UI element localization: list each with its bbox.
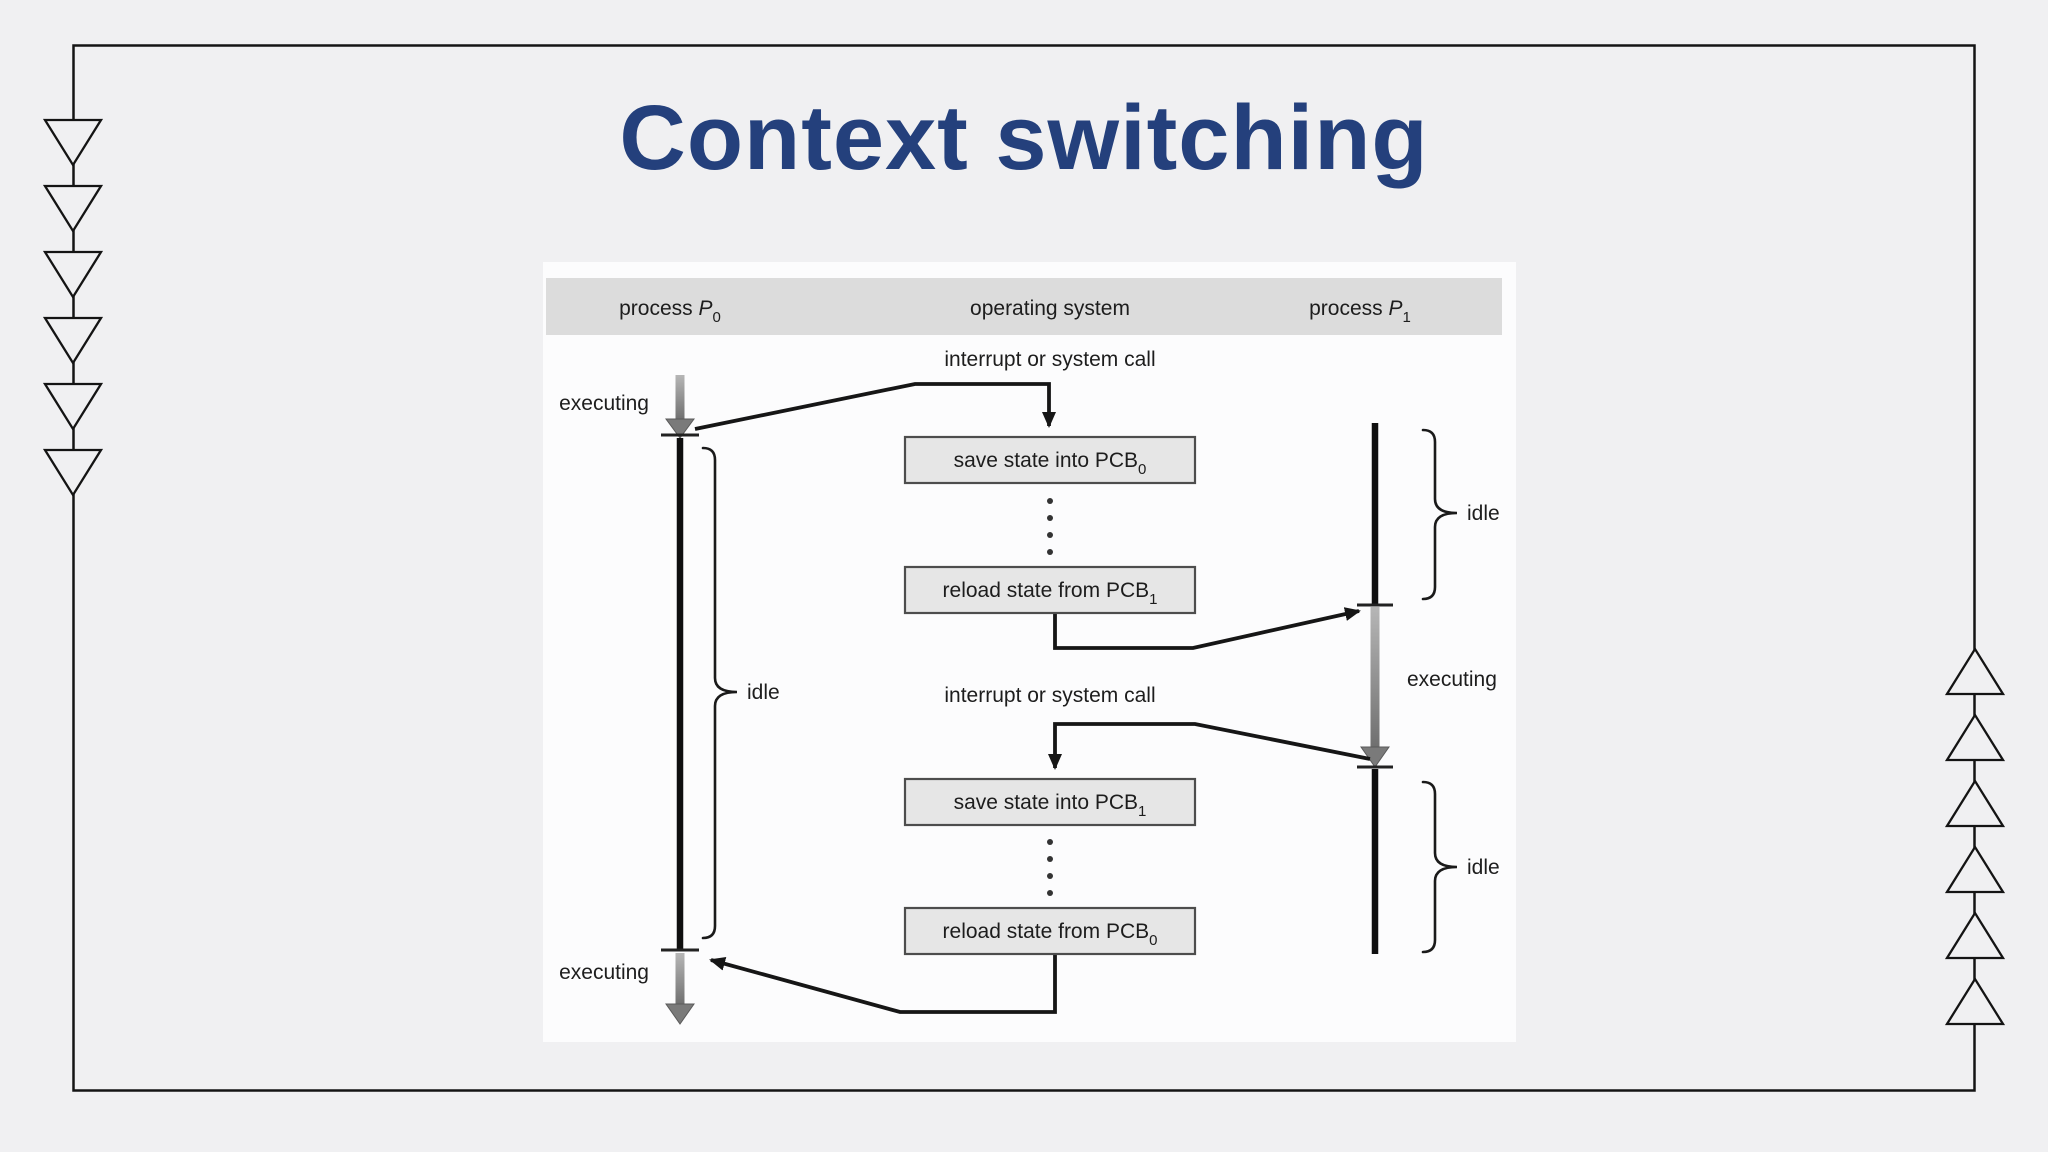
svg-text:reload state from PCB1: reload state from PCB1	[943, 579, 1158, 608]
p1-idle-label-bottom: idle	[1467, 856, 1500, 879]
triangle-up-icon	[1944, 778, 2006, 828]
triangle-down-icon	[42, 448, 104, 498]
arrow-interrupt-to-save-pcb1	[1048, 722, 1371, 770]
p1-executing-arrow	[1370, 607, 1380, 748]
box-reload-state-pcb1: reload state from PCB1	[903, 565, 1197, 615]
triangle-down-icon	[42, 382, 104, 432]
p1-idle-brace-top	[1421, 428, 1458, 601]
border-rect	[72, 44, 1976, 1092]
p0-idle-brace	[701, 446, 738, 940]
p0-executing-arrow-bottom	[675, 953, 685, 1005]
p0-executing-arrow-top	[675, 375, 685, 420]
triangle-chain-right	[1944, 646, 2006, 1026]
triangle-up-icon	[1944, 976, 2006, 1026]
svg-text:save state into PCB1: save state into PCB1	[954, 791, 1147, 820]
triangle-up-icon	[1944, 910, 2006, 960]
diagram-panel: process P0 operating system process P1 i…	[543, 262, 1516, 1042]
column-label-p0: process P0	[619, 297, 721, 326]
p1-executing-label: executing	[1407, 668, 1497, 691]
triangle-up-icon	[1944, 712, 2006, 762]
interrupt-label-2: interrupt or system call	[944, 684, 1155, 707]
ellipsis-dots-1	[1047, 498, 1053, 555]
p0-executing-arrowhead-top	[665, 418, 695, 439]
p0-executing-label-top: executing	[559, 392, 649, 415]
header-band	[546, 278, 1502, 335]
p1-idle-brace-bottom	[1421, 780, 1458, 954]
p1-timeline	[1357, 423, 1393, 954]
page-title: Context switching	[619, 87, 1429, 189]
box-reload-state-pcb0: reload state from PCB0	[903, 906, 1197, 956]
box-save-state-pcb0: save state into PCB0	[903, 435, 1197, 485]
p0-idle-label: idle	[747, 681, 780, 704]
column-label-p1: process P1	[1309, 297, 1411, 326]
p0-executing-arrowhead-bottom	[665, 1003, 695, 1025]
p1-idle-label-top: idle	[1467, 502, 1500, 525]
triangle-down-icon	[42, 316, 104, 366]
arrow-reload-pcb1-to-p1	[1053, 607, 1361, 650]
triangle-down-icon	[42, 184, 104, 234]
box-save-state-pcb1: save state into PCB1	[903, 777, 1197, 827]
triangle-chain-left	[42, 118, 104, 498]
p0-executing-label-bottom: executing	[559, 961, 649, 984]
svg-text:save state into PCB0: save state into PCB0	[954, 449, 1147, 478]
p0-timeline	[661, 375, 699, 1025]
context-switch-diagram: process P0 operating system process P1 i…	[546, 278, 1502, 1025]
triangle-up-icon	[1944, 844, 2006, 894]
svg-text:reload state from PCB0: reload state from PCB0	[943, 920, 1158, 949]
triangle-down-icon	[42, 250, 104, 300]
interrupt-label-1: interrupt or system call	[944, 348, 1155, 371]
arrow-interrupt-to-save-pcb0	[694, 382, 1056, 431]
column-label-os: operating system	[970, 297, 1130, 320]
triangle-up-icon	[1944, 646, 2006, 696]
ellipsis-dots-2	[1047, 839, 1053, 896]
triangle-down-icon	[42, 118, 104, 168]
arrow-reload-pcb0-to-p0	[709, 954, 1057, 1014]
